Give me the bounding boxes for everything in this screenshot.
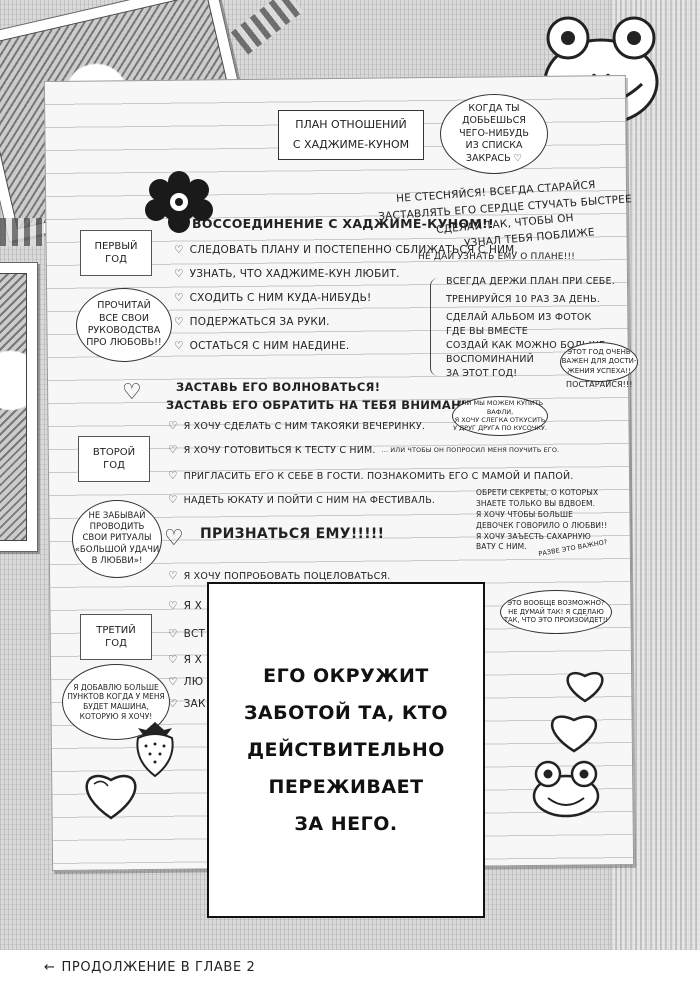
rosette-doodle-icon xyxy=(145,171,213,233)
heart-doodle-icon xyxy=(85,774,137,820)
note-keep-secret: НЕ ДАЙ УЗНАТЬ ЕМУ О ПЛАНЕ!!! xyxy=(418,252,576,262)
heart-icon: ♡ xyxy=(174,292,184,304)
caption-line: ЕГО ОКРУЖИТ xyxy=(263,664,429,687)
list-item: ♡ Я Х xyxy=(168,600,203,612)
footer xyxy=(0,950,700,1005)
list-item: ♡ ПОДЕРЖАТЬСЯ ЗА РУКИ. xyxy=(174,316,330,328)
tip-item: ЗА ЭТОТ ГОД! xyxy=(446,368,518,379)
year-two-label: ВТОРОЙ ГОД xyxy=(78,436,153,485)
heart-outline-icon: ♡ xyxy=(122,380,142,405)
list-item: ♡ СХОДИТЬ С НИМ КУДА-НИБУДЬ! xyxy=(174,292,372,304)
list-item: ♡ ОСТАТЬСЯ С НИМ НАЕДИНЕ. xyxy=(174,340,350,352)
list-item: ♡ СЛЕДОВАТЬ ПЛАНУ И ПОСТЕПЕННО СБЛИЖАТЬС… xyxy=(174,244,518,256)
year-three-label: ТРЕТИЙ ГОД xyxy=(80,614,155,663)
confess-heading: ПРИЗНАТЬСЯ ЕМУ!!!!! xyxy=(200,526,385,542)
study-side-note: ... ИЛИ ЧТОБЫ ОН ПОПРОСИЛ МЕНЯ ПОУЧИТЬ Е… xyxy=(381,446,560,454)
heart-icon: ♡ xyxy=(168,420,178,432)
caption-line: ДЕЙСТВИТЕЛЬНО xyxy=(247,738,445,761)
try-hard-note: ПОСТАРАЙСЯ!!! xyxy=(566,380,633,389)
plan-title: ПЛАН ОТНОШЕНИЙ С ХАДЖИМЕ-КУНОМ xyxy=(278,110,424,160)
list-item: ♡ ЛЮ xyxy=(168,676,204,688)
heart-icon: ♡ xyxy=(168,600,178,612)
year-one-heading: ВОССОЕДИНЕНИЕ С ХАДЖИМЕ-КУНОМ!! xyxy=(192,216,495,231)
tip-item: ВСЕГДА ДЕРЖИ ПЛАН ПРИ СЕБЕ. xyxy=(446,276,615,287)
waffle-bubble: ИЛИ МЫ МОЖЕМ КУПИТЬ ВАФЛИ, Я ХОЧУ СЛЕГКА… xyxy=(452,396,548,436)
tip-item: СДЕЛАЙ АЛЬБОМ ИЗ ФОТОК xyxy=(446,312,592,323)
tip-item: ТРЕНИРУЙСЯ 10 РАЗ ЗА ДЕНЬ. xyxy=(446,294,601,305)
list-item: ♡ ВСТ xyxy=(168,628,206,640)
tips-brace xyxy=(430,278,440,376)
tip-item: ГДЕ ВЫ ВМЕСТЕ xyxy=(446,326,528,337)
year-two-heading-2: ЗАСТАВЬ ЕГО ОБРАТИТЬ НА ТЕБЯ ВНИМАНИЕ! xyxy=(166,398,485,412)
list-item: ♡ УЗНАТЬ, ЧТО ХАДЖИМЕ-КУН ЛЮБИТ. xyxy=(174,268,400,280)
year-one-label: ПЕРВЫЙ ГОД xyxy=(80,230,155,279)
heart-icon: ♡ xyxy=(174,268,184,280)
frog-doodle-icon xyxy=(532,760,600,818)
heart-icon: ♡ xyxy=(168,654,178,666)
continued-text: ПРОДОЛЖЕНИЕ В ГЛАВЕ 2 xyxy=(61,960,256,975)
heart-icon: ♡ xyxy=(168,698,178,710)
caption-line: ЗА НЕГО. xyxy=(294,812,398,835)
tip-item: ВОСПОМИНАНИЙ xyxy=(446,354,534,365)
heart-icon: ♡ xyxy=(168,676,178,688)
fill-in-bubble: КОГДА ТЫ ДОБЬЕШЬСЯ ЧЕГО-НИБУДЬ ИЗ СПИСКА… xyxy=(440,94,548,174)
list-item: ♡ Я ХОЧУ ПОПРОБОВАТЬ ПОЦЕЛОВАТЬСЯ. xyxy=(168,570,391,582)
tip-item: СОЗДАЙ КАК МОЖНО БОЛЬШЕ xyxy=(446,340,606,351)
continued-link[interactable]: ← ПРОДОЛЖЕНИЕ В ГЛАВЕ 2 xyxy=(44,960,255,975)
caption-box: ЕГО ОКРУЖИТ ЗАБОТОЙ ТА, КТО ДЕЙСТВИТЕЛЬН… xyxy=(207,582,485,918)
rituals-bubble: НЕ ЗАБЫВАЙ ПРОВОДИТЬ СВОИ РИТУАЛЫ «БОЛЬШ… xyxy=(72,500,162,578)
strawberry-icon xyxy=(136,722,174,778)
list-item: ♡ ЗАК xyxy=(168,698,206,710)
list-item: ♡ Я ХОЧУ СДЕЛАТЬ С НИМ ТАКОЯКИ ВЕЧЕРИНКУ… xyxy=(168,420,426,432)
list-item: ♡ ПРИГЛАСИТЬ ЕГО К СЕБЕ В ГОСТИ. ПОЗНАКО… xyxy=(168,470,574,482)
heart-outline-icon: ♡ xyxy=(164,526,184,551)
photo-left-edge xyxy=(0,262,38,552)
tape-strip xyxy=(0,218,44,246)
list-item: ♡ Я ХОЧУ ГОТОВИТЬСЯ К ТЕСТУ С НИМ. ... И… xyxy=(168,444,560,456)
heart-icon: ♡ xyxy=(174,340,184,352)
year-two-heading: ЗАСТАВЬ ЕГО ВОЛНОВАТЬСЯ! xyxy=(176,380,381,394)
list-item: ♡ Я Х xyxy=(168,654,203,666)
read-guides-bubble: ПРОЧИТАЙ ВСЕ СВОИ РУКОВОДСТВА ПРО ЛЮБОВЬ… xyxy=(76,288,172,362)
secrets-note: ОБРЕТИ СЕКРЕТЫ, О КОТОРЫХ ЗНАЕТЕ ТОЛЬКО … xyxy=(476,488,608,552)
heart-doodle-icon xyxy=(566,671,604,703)
heart-icon: ♡ xyxy=(168,470,178,482)
heart-icon: ♡ xyxy=(168,444,178,456)
arrow-left-icon: ← xyxy=(44,960,56,975)
caption-line: ПЕРЕЖИВАЕТ xyxy=(268,775,424,798)
list-item: ♡ НАДЕТЬ ЮКАТУ И ПОЙТИ С НИМ НА ФЕСТИВАЛ… xyxy=(168,494,436,506)
heart-icon: ♡ xyxy=(168,494,178,506)
caption-line: ЗАБОТОЙ ТА, КТО xyxy=(243,701,449,724)
heart-doodle-icon xyxy=(551,715,597,753)
important-year-bubble: ЭТОТ ГОД ОЧЕНЬ ВАЖЕН ДЛЯ ДОСТИ- ЖЕНИЯ УС… xyxy=(560,342,638,382)
heart-icon: ♡ xyxy=(174,316,184,328)
heart-icon: ♡ xyxy=(174,244,184,256)
heart-icon: ♡ xyxy=(168,570,178,582)
heart-icon: ♡ xyxy=(168,628,178,640)
possible-bubble: ЭТО ВООБЩЕ ВОЗМОЖНО? НЕ ДУМАЙ ТАК! Я СДЕ… xyxy=(500,590,612,634)
